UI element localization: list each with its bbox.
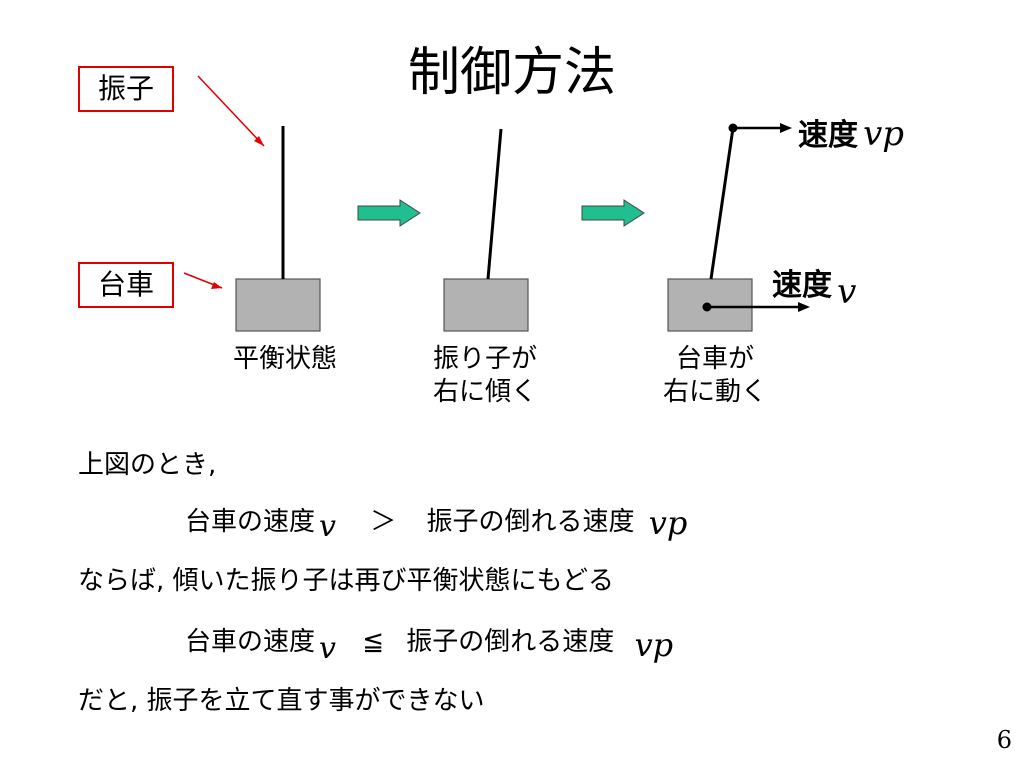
cond1-left: 台車の速度	[185, 507, 316, 537]
cart-speed-label: 速度	[772, 268, 832, 303]
cart-state1	[235, 278, 321, 332]
body-line5: だと, 振子を立て直す事ができない	[78, 686, 485, 716]
caption-state2-line2: 右に傾く	[432, 377, 537, 407]
pendulum-speed-var: vp	[863, 114, 905, 154]
cond1-operator: ＞	[370, 507, 397, 537]
inverted-pendulum-diagram	[183, 75, 810, 332]
cond2-left: 台車の速度	[185, 627, 316, 657]
cond1-var-vp: vp	[648, 504, 688, 542]
cart-speed-var: v	[837, 272, 857, 312]
body-line1: 上図のとき,	[78, 450, 217, 480]
caption-state2-line1: 振り子が	[432, 344, 537, 374]
pendulum-pointer-arrowhead	[254, 136, 264, 146]
cart-pointer-arrowhead	[211, 282, 222, 289]
body-line3: ならば, 傾いた振り子は再び平衡状態にもどる	[78, 566, 615, 596]
caption-state2: 振り子が 右に傾く	[400, 343, 570, 409]
caption-state3: 台車が 右に動く	[630, 343, 800, 409]
pendulum-speed-label: 速度	[798, 118, 858, 153]
transition-arrow-1	[357, 199, 421, 227]
cart-speed: 速度 v	[772, 260, 856, 312]
pendulum-state2	[486, 128, 503, 280]
cond2-operator: ≦	[362, 627, 385, 657]
caption-state3-line1: 台車が	[675, 344, 754, 374]
cond2-var-vp: vp	[634, 626, 674, 664]
cond2-var-v: v	[319, 631, 336, 666]
cond1-right: 振子の倒れる速度	[426, 507, 635, 537]
transition-arrow-2	[581, 199, 645, 227]
cond2-right: 振子の倒れる速度	[406, 627, 615, 657]
cond1-var-v: v	[319, 509, 336, 544]
pendulum-speed: 速度 vp	[798, 110, 904, 154]
slide-title: 制御方法	[407, 43, 616, 103]
caption-state3-line2: 右に動く	[662, 377, 767, 407]
pendulum-label: 振子	[78, 66, 175, 112]
cart-velocity-arrowhead	[798, 302, 810, 312]
page-number: 6	[996, 726, 1012, 754]
pendulum-velocity-arrowhead	[780, 123, 792, 133]
pendulum-state3	[709, 127, 735, 280]
cart-label: 台車	[78, 262, 175, 308]
cart-state2	[443, 278, 529, 332]
caption-state1: 平衡状態	[232, 344, 337, 374]
pendulum-pointer-line	[197, 75, 265, 147]
